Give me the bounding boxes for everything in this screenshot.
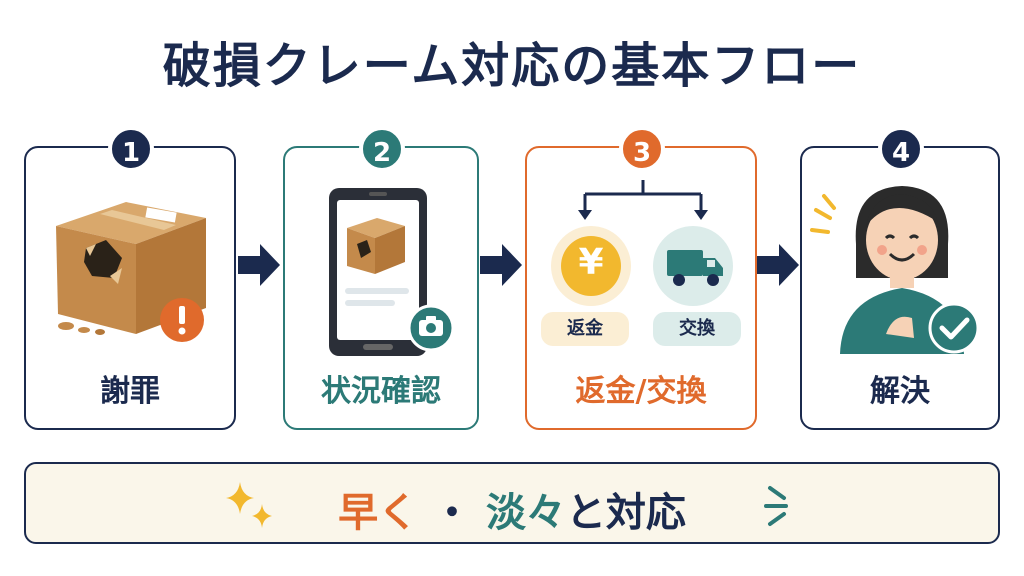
truck-icon (667, 250, 723, 286)
arrow-right-icon (757, 244, 799, 286)
step-number-badge: 1 (108, 126, 154, 172)
sparkle-icon (226, 482, 272, 528)
motto-calm: 淡々 (485, 490, 566, 536)
motto-banner: 早く ・ 淡々と対応 (24, 462, 1000, 544)
page-title: 破損クレーム対応の基本フロー (162, 38, 862, 94)
step-label: 返金/交換 (575, 374, 707, 409)
motto-respond: と対応 (565, 490, 686, 536)
yen-symbol: ¥ (578, 242, 604, 283)
motto-fast: 早く (338, 490, 419, 536)
branch-arrows-icon (551, 180, 733, 306)
step-card-resolved: 4 解決 (800, 126, 1000, 430)
emphasis-lines-icon (764, 486, 788, 526)
damaged-box-icon (56, 202, 206, 342)
arrow-right-icon (238, 244, 280, 286)
satisfied-customer-icon (810, 186, 980, 354)
motto-separator: ・ (432, 490, 472, 536)
yen-coin-icon (561, 236, 621, 296)
step-label: 解決 (870, 374, 930, 409)
step-card-check-situation: 2 状況確認 (283, 126, 479, 430)
step-label: 謝罪 (100, 374, 160, 409)
check-icon (928, 302, 980, 354)
step-number-badge: 2 (359, 126, 405, 172)
sparkle-lines (810, 194, 836, 234)
step-label: 状況確認 (321, 374, 441, 409)
step-number-badge: 3 (619, 126, 665, 172)
step-card-refund-exchange: 3 ¥ 返金 交換 返金/交換 (525, 126, 757, 430)
arrow-right-icon (480, 244, 522, 286)
step-card-apology: 1 謝罪 (24, 126, 236, 430)
exchange-option: 交換 (653, 312, 741, 346)
smartphone-photo-icon (329, 188, 455, 356)
motto-text: 早く ・ 淡々と対応 (26, 480, 998, 538)
step-number-badge: 4 (878, 126, 924, 172)
refund-option: 返金 (541, 312, 629, 346)
